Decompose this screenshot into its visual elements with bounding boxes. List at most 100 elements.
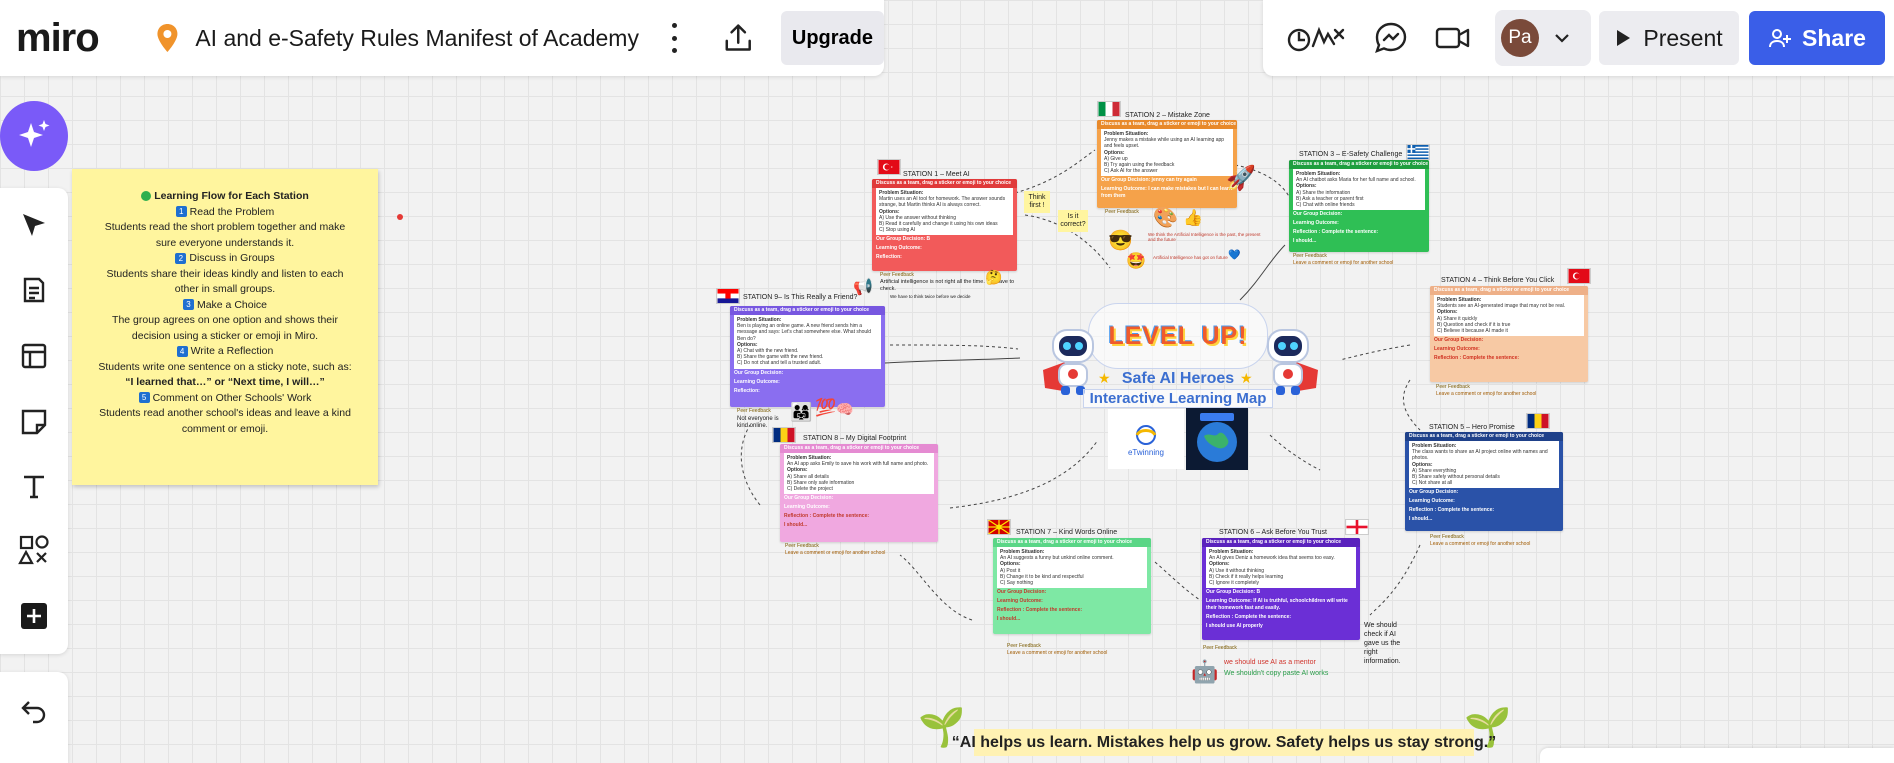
miro-logo[interactable]: miro [16, 15, 100, 60]
station-8-peer-feedback: Peer Feedback [785, 543, 819, 549]
chevron-down-icon[interactable] [1553, 29, 1571, 47]
station-7-title: STATION 7 – Kind Words Online [1016, 529, 1118, 536]
top-bar-right: Pa Present Share [1263, 0, 1894, 76]
station-2-card[interactable]: Discuss as a team, drag a sticker or emo… [1097, 120, 1237, 208]
station-4-outcome: Learning Outcome: [1434, 346, 1480, 353]
motto-quote[interactable]: “AI helps us learn. Mistakes help us gro… [952, 729, 1496, 756]
robot-sticker[interactable]: 🤖 [1191, 659, 1219, 684]
station-6-should: I should use AI properly [1206, 623, 1263, 630]
station-1-instruction: Discuss as a team, drag a sticker or emo… [872, 179, 1017, 188]
text-icon [24, 475, 44, 499]
station-3-instruction: Discuss as a team, drag a sticker or emo… [1289, 160, 1429, 169]
station-2-peer-feedback: Peer Feedback [1105, 209, 1139, 215]
undo-icon [21, 701, 46, 724]
etwinning-logo[interactable]: eTwinning [1108, 409, 1184, 469]
rocket-sticker[interactable]: 🚀 [1226, 165, 1256, 192]
sticky-note-icon [21, 409, 47, 435]
station-9-peer-feedback: Peer Feedback [737, 408, 771, 414]
star-icon-left: ★ [1098, 370, 1111, 386]
sprout-icon-left: 🌱 [918, 707, 966, 749]
plus-square-icon [21, 603, 47, 629]
station-4-instruction: Discuss as a team, drag a sticker or emo… [1430, 286, 1588, 295]
blue-heart-sticker[interactable]: 💙 [1228, 250, 1241, 261]
station-7-problem: Problem Situation: An AI suggests a funn… [997, 547, 1147, 589]
board-title[interactable]: AI and e-Safety Rules Manifest of Academ… [195, 24, 639, 51]
think-first-note[interactable]: Think first ! [1024, 191, 1050, 213]
station-5-should: I should... [1409, 516, 1433, 523]
romania-flag-icon [1526, 413, 1550, 429]
more-vertical-icon[interactable] [669, 23, 680, 53]
undo-button[interactable] [14, 690, 54, 730]
minimap-panel[interactable] [1540, 748, 1894, 763]
step-1-text: Students read the short problem together… [104, 221, 346, 249]
megaphone-sticker[interactable]: 📢 [853, 279, 873, 296]
turkey-flag-icon-2 [1567, 268, 1591, 284]
station-9-note[interactable]: Not everyone is kind online. [737, 416, 779, 429]
star-eyes-sticker[interactable]: 🤩 [1126, 253, 1146, 270]
station-8-instruction: Discuss as a team, drag a sticker or emo… [780, 444, 938, 453]
shapes-tool[interactable] [14, 530, 54, 570]
station-4-decision: Our Group Decision: [1434, 337, 1484, 344]
station-5-decision: Our Group Decision: [1409, 489, 1459, 496]
templates-tool[interactable] [14, 270, 54, 310]
ai-assistant-button[interactable] [0, 101, 68, 171]
station-6-outcome: Learning Outcome: If AI is truthful, sch… [1206, 598, 1348, 612]
station-5-card[interactable]: Discuss as a team, drag a sticker or emo… [1405, 432, 1563, 531]
present-button[interactable]: Present [1599, 11, 1739, 65]
is-it-correct-note[interactable]: Is it correct? [1058, 210, 1088, 232]
reactions-icon[interactable] [1285, 18, 1349, 58]
thumbs-up-sticker[interactable]: 👍 [1183, 210, 1203, 227]
star-icon-right: ★ [1240, 370, 1253, 386]
robot-hero-right[interactable] [1250, 322, 1326, 398]
video-call-icon[interactable] [1433, 18, 1473, 58]
shapes-icon [18, 535, 49, 565]
station-1-peer-feedback: Peer Feedback [880, 272, 914, 278]
station-8-comment-hint: Leave a comment or emoji for another sch… [785, 550, 886, 556]
location-pin-icon[interactable] [155, 23, 180, 53]
undo-bar [0, 672, 68, 763]
avatar[interactable]: Pa [1501, 19, 1539, 57]
robot-hero-left[interactable] [1035, 322, 1111, 398]
level-up-text: LEVEL UP! [1108, 321, 1248, 350]
earth-poster-image[interactable] [1186, 408, 1248, 470]
station-4-card[interactable]: Discuss as a team, drag a sticker or emo… [1430, 286, 1588, 382]
station-9-title: STATION 9– Is This Really a Friend? [743, 294, 858, 301]
text-tool[interactable] [14, 466, 54, 506]
play-icon [1617, 30, 1631, 46]
station-9-problem: Problem Situation: Ben is playing an onl… [734, 315, 881, 369]
cool-emoji-sticker[interactable]: 😎 [1108, 230, 1133, 252]
station-5-problem: Problem Situation: The class wants to sh… [1409, 441, 1559, 489]
station-9-card[interactable]: Discuss as a team, drag a sticker or emo… [730, 306, 885, 407]
station-8-card[interactable]: Discuss as a team, drag a sticker or emo… [780, 444, 938, 542]
station-2-title: STATION 2 – Mistake Zone [1125, 112, 1210, 119]
croatia-flag-icon [716, 288, 740, 304]
station-1-card[interactable]: Discuss as a team, drag a sticker or emo… [872, 179, 1017, 271]
sticky-note-tool[interactable] [14, 402, 54, 442]
frame-tool[interactable] [14, 336, 54, 376]
share-button[interactable]: Share [1749, 11, 1885, 65]
station-6-note-2: We shouldn't copy paste AI works [1224, 670, 1329, 677]
brain-sticker[interactable]: 🧠 [836, 401, 854, 417]
step-3-text: The group agrees on one option and shows… [112, 314, 338, 342]
paint-sticker[interactable]: 🎨 [1153, 207, 1178, 229]
station-6-card[interactable]: Discuss as a team, drag a sticker or emo… [1202, 538, 1360, 640]
station-5-title: STATION 5 – Hero Promise [1429, 424, 1515, 431]
station-6-side-note[interactable]: We should check if AI gave us the right … [1364, 622, 1401, 665]
comment-icon[interactable] [1371, 18, 1411, 58]
group-sticker[interactable]: 👨‍👩‍👧 [790, 402, 813, 422]
upload-icon[interactable] [722, 21, 754, 55]
hundred-sticker[interactable]: 💯 [815, 398, 837, 417]
user-menu[interactable]: Pa [1495, 10, 1591, 66]
station-7-card[interactable]: Discuss as a team, drag a sticker or emo… [993, 538, 1151, 634]
thinking-sticker[interactable]: 🤔 [985, 269, 1003, 285]
station-3-peer-feedback: Peer Feedback [1293, 253, 1327, 259]
level-up-banner[interactable]: LEVEL UP! [1088, 303, 1268, 369]
select-tool[interactable] [14, 206, 54, 246]
more-tools-button[interactable] [14, 596, 54, 636]
station-3-card[interactable]: Discuss as a team, drag a sticker or emo… [1289, 160, 1429, 252]
station-5-outcome: Learning Outcome: [1409, 498, 1455, 505]
upgrade-button[interactable]: Upgrade [780, 11, 884, 65]
